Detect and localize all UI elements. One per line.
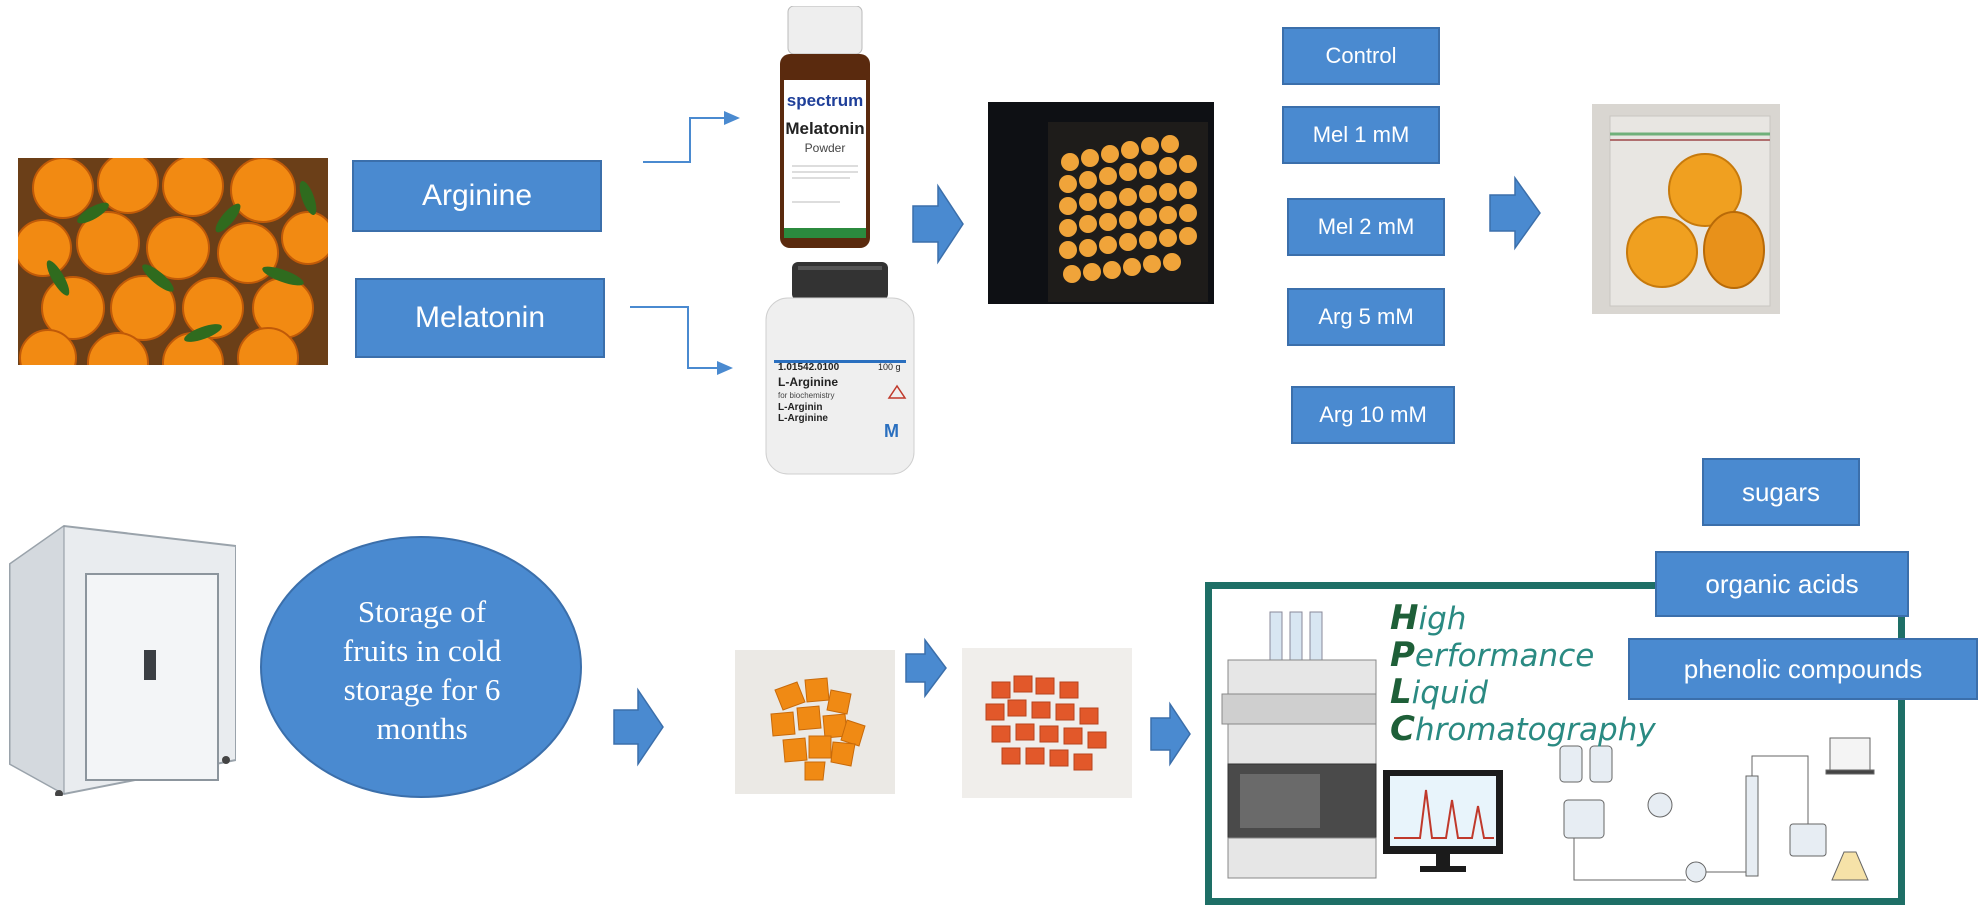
treatment-control: Control <box>1282 27 1440 85</box>
treatment-mel-1-label: Mel 1 mM <box>1312 122 1410 147</box>
analysis-phenolic-compounds-label: phenolic compounds <box>1683 653 1923 684</box>
analysis-phenolic-compounds: phenolic compounds <box>1628 638 1978 700</box>
hplc-schematic <box>1559 737 1875 883</box>
arrow-to-melatonin-bottle <box>724 111 740 125</box>
arginine-bottle-image: 1.01542.0100 100 g L-Arginine for bioche… <box>760 262 920 476</box>
storage-text-line-2: fruits in cold <box>342 633 502 668</box>
hplc-title: High Performance Liquid Chromatography <box>1390 600 1656 748</box>
hplc-title-line-1: High <box>1390 598 1467 638</box>
melatonin-label: Melatonin <box>414 301 546 334</box>
melatonin-bottle-name: Melatonin <box>785 119 864 138</box>
analysis-organic-acids-label: organic acids <box>1705 568 1859 599</box>
storage-text-line-3: storage for 6 <box>343 672 501 707</box>
melatonin-box: Melatonin <box>355 278 605 358</box>
block-arrow-1 <box>912 183 964 265</box>
peel-pieces-image-2 <box>962 648 1132 798</box>
hplc-title-line-2: Performance <box>1390 635 1595 675</box>
treatment-mel-1: Mel 1 mM <box>1282 106 1440 164</box>
hplc-monitor <box>1383 770 1503 872</box>
arginine-label: Arginine <box>421 179 533 212</box>
merck-logo: M <box>884 421 899 441</box>
fruit-treatment-tray-image <box>988 102 1214 304</box>
arginine-bottle-code: 1.01542.0100 <box>778 362 840 373</box>
arrow-to-arginine-bottle <box>717 361 733 375</box>
peel-pieces-image-1 <box>735 650 895 794</box>
hplc-instrument-stack <box>1221 611 1377 879</box>
melatonin-bottle-image: spectrum Melatonin Powder <box>770 6 880 248</box>
arginine-bottle-l1: L-Arginin <box>778 402 822 413</box>
block-arrow-5 <box>1150 701 1191 767</box>
treatment-arg-5-label: Arg 5 mM <box>1318 304 1414 329</box>
cold-storage-room-image <box>4 524 236 796</box>
arginine-bottle-name: L-Arginine <box>778 375 838 389</box>
block-arrow-2 <box>1489 175 1541 251</box>
melatonin-brand-text: spectrum <box>787 91 864 110</box>
hplc-title-line-4: Chromatography <box>1390 709 1656 749</box>
treatment-arg-5: Arg 5 mM <box>1287 288 1445 346</box>
arginine-bottle-sub: for biochemistry <box>778 391 834 400</box>
block-arrow-3 <box>613 687 664 767</box>
oranges-crate-image <box>18 158 328 365</box>
treatment-mel-2: Mel 2 mM <box>1287 198 1445 256</box>
arginine-bottle-mass: 100 g <box>878 362 901 372</box>
storage-ellipse <box>260 536 582 798</box>
arginine-bottle-l2: L-Arginine <box>778 413 828 424</box>
bagged-fruit-image <box>1592 104 1780 314</box>
storage-text: Storage of fruits in cold storage for 6 … <box>262 540 582 800</box>
treatment-arg-10-label: Arg 10 mM <box>1319 402 1427 427</box>
analysis-sugars-label: sugars <box>1741 476 1821 507</box>
analysis-organic-acids: organic acids <box>1655 551 1909 617</box>
block-arrow-4 <box>905 637 947 699</box>
melatonin-bottle-form: Powder <box>805 141 846 155</box>
treatment-mel-2-label: Mel 2 mM <box>1317 214 1415 239</box>
arginine-box: Arginine <box>352 160 602 232</box>
treatment-control-label: Control <box>1325 43 1397 68</box>
treatment-arg-10: Arg 10 mM <box>1291 386 1455 444</box>
storage-text-line-4: months <box>376 711 468 746</box>
analysis-sugars: sugars <box>1702 458 1860 526</box>
hplc-title-line-3: Liquid <box>1390 672 1488 712</box>
storage-text-line-1: Storage of <box>357 594 487 629</box>
